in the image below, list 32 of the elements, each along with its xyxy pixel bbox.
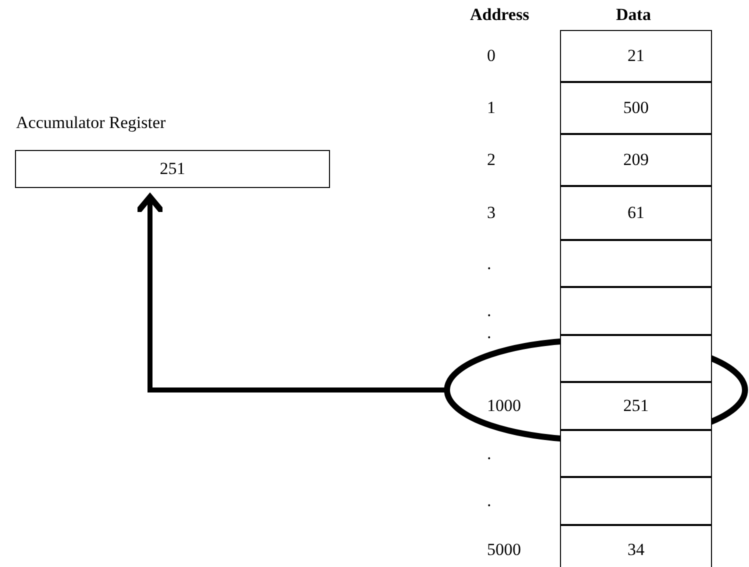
memory-cell [560, 82, 712, 134]
address-label: 0 [487, 46, 496, 66]
column-header: Data [616, 5, 651, 25]
address-label: . [487, 444, 492, 464]
cell-value: 61 [628, 203, 644, 223]
memory-cell [560, 525, 712, 567]
cell-value: 500 [623, 98, 649, 118]
memory-cell [560, 335, 712, 382]
address-label: . [487, 491, 492, 511]
address-label: 5000 [487, 540, 521, 560]
address-label: . [487, 323, 492, 343]
memory-cell [560, 240, 712, 287]
address-label: 1000 [487, 396, 521, 416]
cell-value: 21 [628, 46, 644, 66]
register-title: Accumulator Register [16, 113, 166, 133]
memory-cell [560, 287, 712, 335]
address-label: 1 [487, 98, 496, 118]
column-header: Address [470, 5, 530, 25]
address-label: 2 [487, 150, 496, 170]
cell-value: 34 [628, 540, 644, 560]
address-label: 3 [487, 203, 496, 223]
cell-value: 251 [623, 396, 649, 416]
memory-cell [560, 186, 712, 240]
register-value: 251 [160, 159, 186, 179]
address-label: . [487, 301, 492, 321]
memory-cell [560, 430, 712, 477]
memory-cell [560, 30, 712, 82]
memory-cell [560, 134, 712, 186]
cell-value: 209 [623, 150, 649, 170]
memory-cell [560, 477, 712, 525]
address-label: . [487, 254, 492, 274]
arrow [134, 194, 447, 392]
